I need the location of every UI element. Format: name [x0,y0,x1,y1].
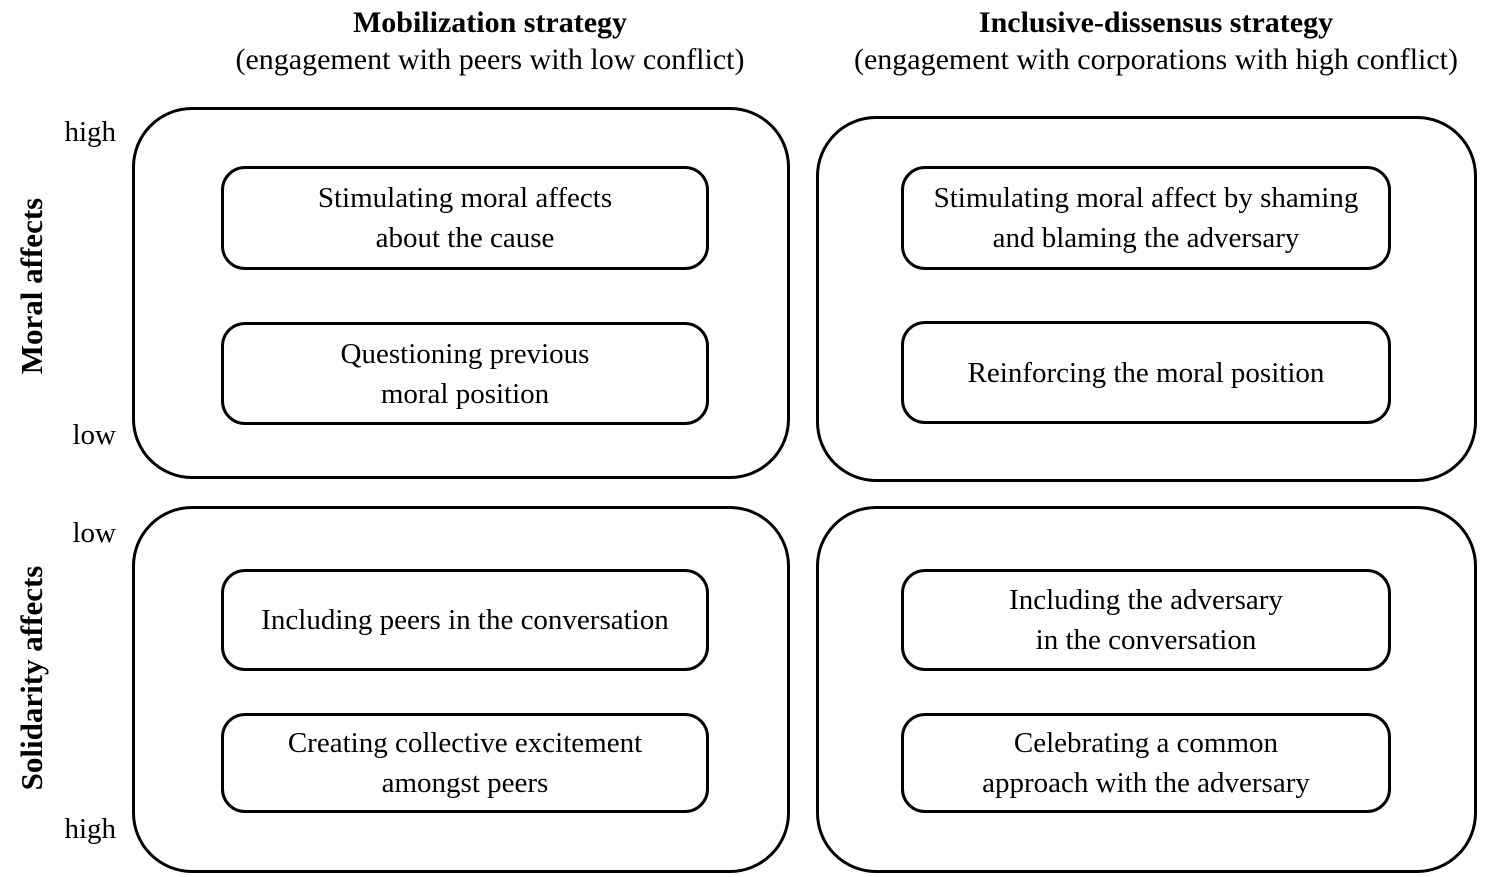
strategy-box-text: Creating collective excitement amongst p… [287,727,643,799]
strategy-box-shaming-blaming-adversary: Stimulating moral affect by shaming and … [901,166,1391,270]
column-title-mobilization: Mobilization strategy [352,6,628,39]
strategy-box-text: Celebrating a common approach with the a… [982,727,1310,799]
strategy-box-text: Including the adversary in the conversat… [1009,584,1283,656]
scale-label-moral-low: low [72,419,117,451]
scale-label-solidarity-high: high [64,813,116,845]
column-subtitle-mobilization: (engagement with peers with low conflict… [235,43,745,76]
column-header-mobilization: Mobilization strategy (engagement with p… [162,4,818,78]
strategy-box-reinforcing-moral-position: Reinforcing the moral position [901,321,1391,424]
strategy-box-celebrating-common-approach: Celebrating a common approach with the a… [901,713,1391,813]
column-header-inclusive-dissensus: Inclusive-dissensus strategy (engagement… [818,4,1494,78]
strategy-box-text: Including peers in the conversation [261,604,669,636]
strategy-box-including-peers: Including peers in the conversation [221,569,709,671]
strategy-box-including-adversary: Including the adversary in the conversat… [901,569,1391,671]
quadrant-solidarity-inclusive-dissensus: Including the adversary in the conversat… [816,506,1477,873]
strategy-box-text: Stimulating moral affect by shaming and … [933,182,1359,254]
quadrant-solidarity-mobilization: Including peers in the conversation Crea… [132,506,790,873]
scale-label-solidarity-low: low [72,517,117,549]
axis-label-moral-affects: Moral affects [14,197,49,375]
strategy-box-collective-excitement: Creating collective excitement amongst p… [221,713,709,813]
quadrant-moral-mobilization: Stimulating moral affects about the caus… [132,107,790,479]
strategy-box-stimulating-moral-affects: Stimulating moral affects about the caus… [221,166,709,270]
strategy-box-text: Questioning previous moral position [340,337,590,410]
column-subtitle-inclusive-dissensus: (engagement with corporations with high … [854,43,1458,76]
quadrant-moral-inclusive-dissensus: Stimulating moral affect by shaming and … [816,116,1477,482]
strategy-box-text: Stimulating moral affects about the caus… [317,182,613,254]
strategy-box-questioning-previous-moral-position: Questioning previous moral position [221,322,709,425]
strategy-box-text: Reinforcing the moral position [967,356,1325,389]
scale-label-moral-high: high [64,116,116,148]
column-title-inclusive-dissensus: Inclusive-dissensus strategy [978,6,1334,39]
